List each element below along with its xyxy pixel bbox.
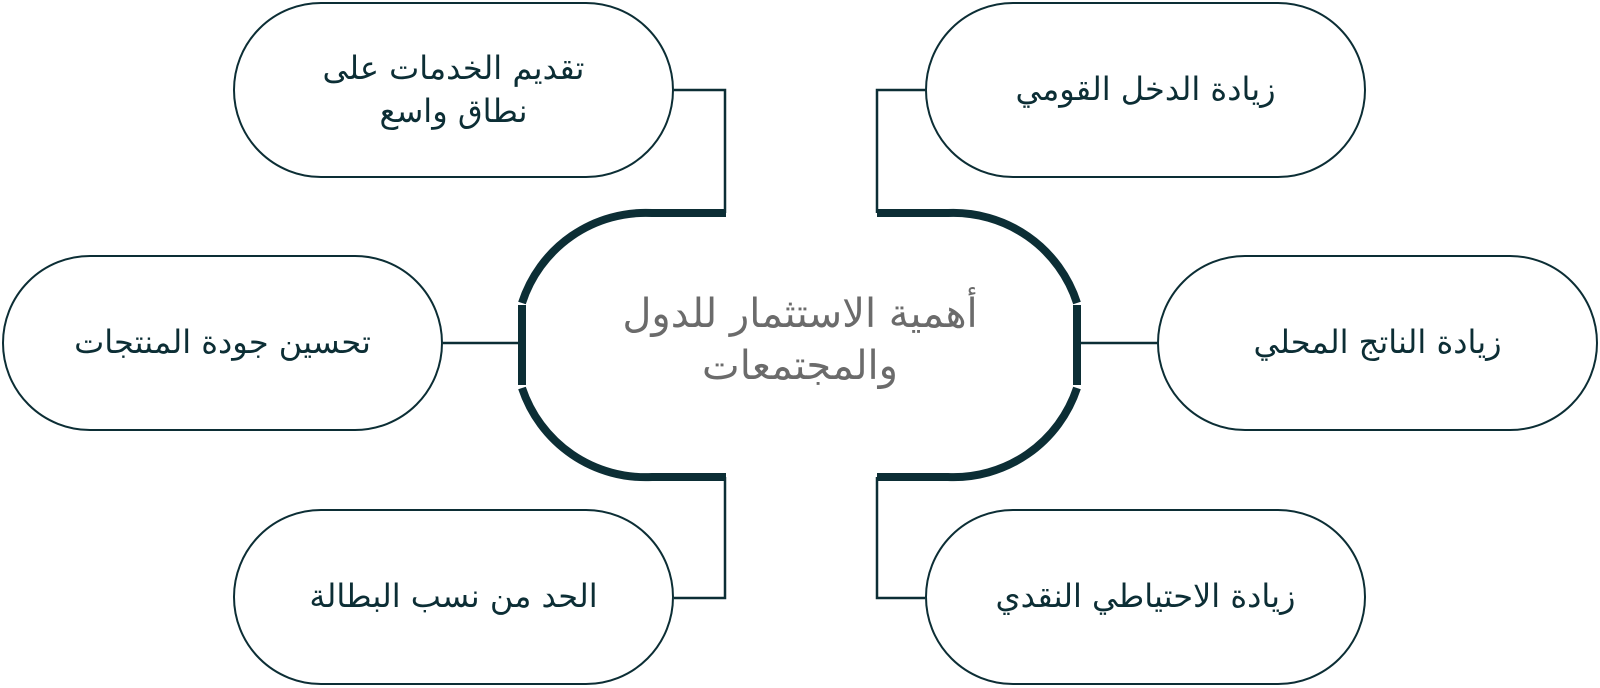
item-bottom-left: الحد من نسب البطالة [233, 509, 674, 685]
item-top-right-label: زيادة الدخل القومي [1015, 70, 1276, 109]
center-title-line1: أهمية الاستثمار للدول [622, 291, 978, 337]
center-left-arc-upper [518, 208, 726, 305]
center-right-arc-upper [877, 208, 1081, 305]
item-mid-right-label: زيادة الناتج المحلي [1253, 323, 1502, 362]
item-bottom-right-label: زيادة الاحتياطي النقدي [995, 577, 1296, 616]
connector-top-right [875, 88, 925, 213]
center-title-line2: والمجتمعات [702, 343, 898, 389]
item-mid-right: زيادة الناتج المحلي [1157, 255, 1598, 431]
connector-bottom-left [674, 477, 727, 600]
center-title: أهمية الاستثمار للدول والمجتمعات [560, 270, 1040, 410]
connector-top-left [674, 88, 727, 213]
item-top-left: تقديم الخدمات على نطاق واسع [233, 2, 674, 178]
center-right-arc-lower [877, 386, 1081, 482]
item-top-left-line2: نطاق واسع [379, 92, 528, 130]
item-top-left-line1: تقديم الخدمات على [322, 48, 585, 87]
item-mid-left-label: تحسين جودة المنتجات [74, 323, 371, 362]
center-left-arc-lower [518, 386, 726, 482]
item-bottom-right: زيادة الاحتياطي النقدي [925, 509, 1366, 685]
connector-bottom-right [875, 477, 925, 600]
item-bottom-left-label: الحد من نسب البطالة [309, 577, 598, 616]
item-mid-left: تحسين جودة المنتجات [2, 255, 443, 431]
item-top-right: زيادة الدخل القومي [925, 2, 1366, 178]
